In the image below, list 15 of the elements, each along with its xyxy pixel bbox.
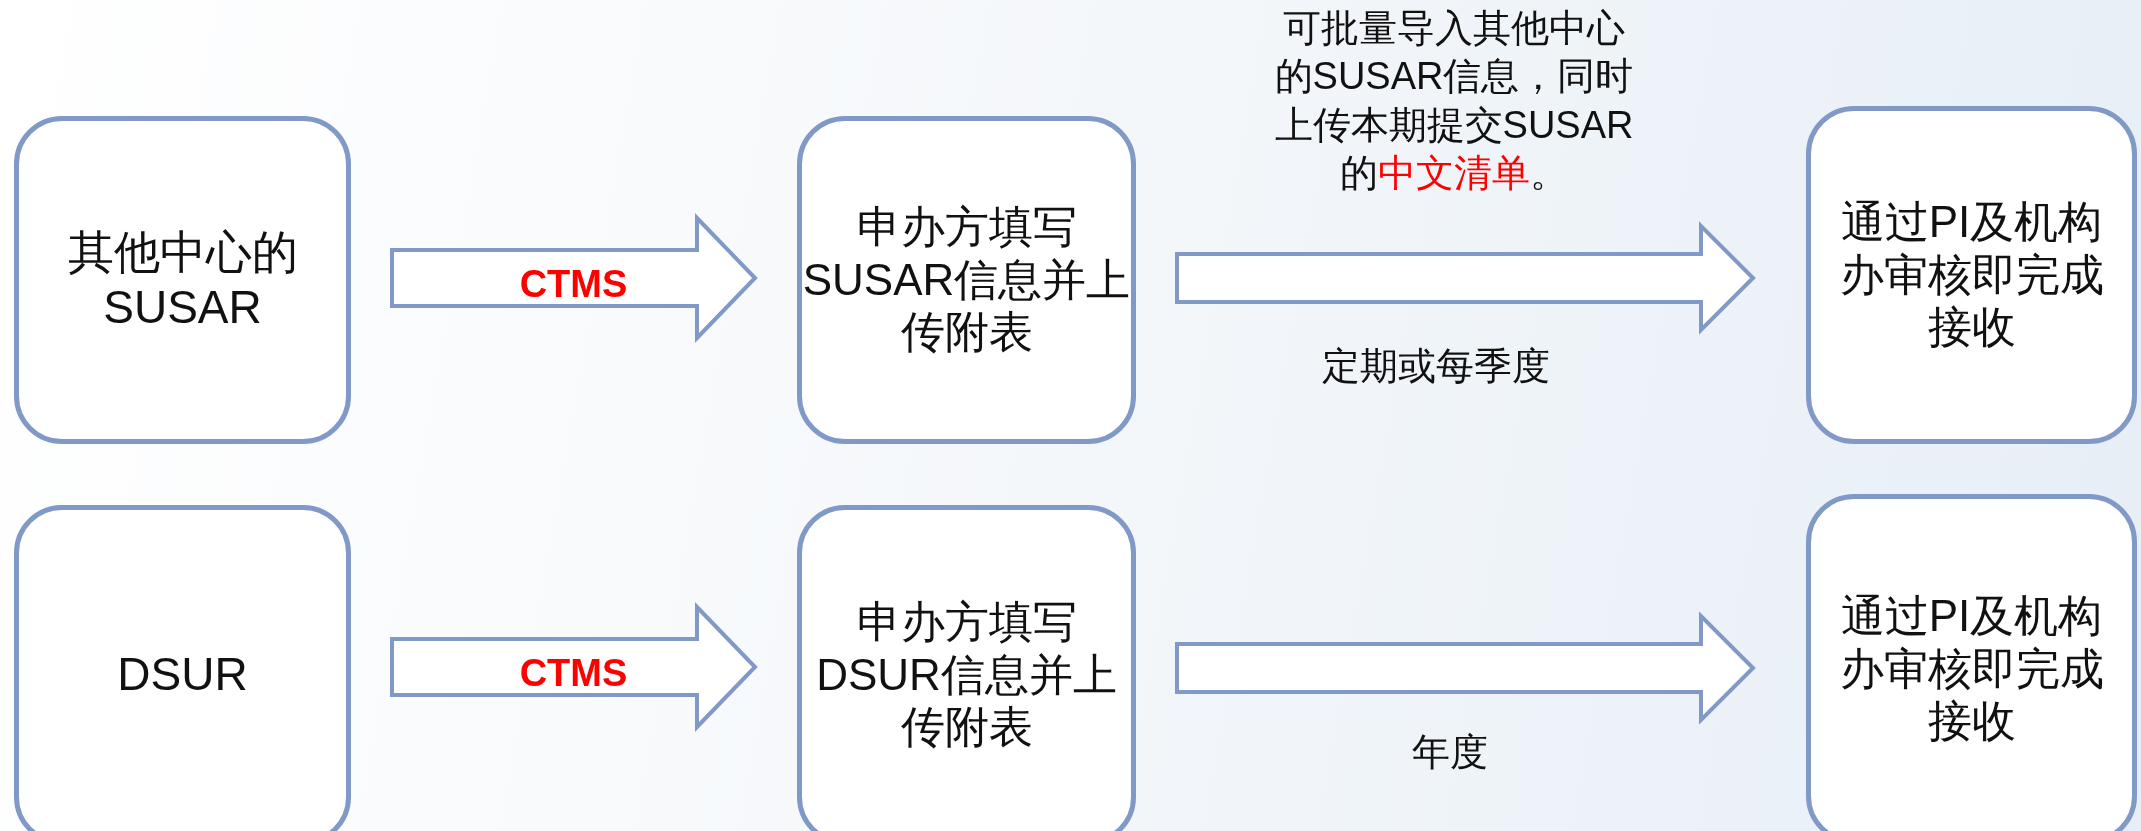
edge-label: 定期或每季度: [1322, 343, 1550, 389]
block-arrow: [390, 602, 758, 732]
block-arrow: [390, 213, 758, 343]
rounded-box: DSUR: [14, 505, 351, 831]
rounded-box: 通过PI及机构办审核即完成接收: [1806, 106, 2137, 444]
edge-label: 年度: [1412, 729, 1488, 775]
rounded-box: 其他中心的SUSAR: [14, 116, 351, 444]
rounded-box: 通过PI及机构办审核即完成接收: [1806, 494, 2137, 831]
block-arrow: [1175, 221, 1756, 335]
rounded-box: 申办方填写SUSAR信息并上传附表: [797, 116, 1136, 444]
rounded-box: 申办方填写DSUR信息并上传附表: [797, 505, 1136, 831]
block-arrow: [1175, 611, 1756, 725]
note-text: 可批量导入其他中心的SUSAR信息，同时上传本期提交SUSAR的中文清单。: [1273, 6, 1635, 196]
edge-label: CTMS: [519, 262, 628, 306]
edge-label: CTMS: [519, 651, 628, 695]
